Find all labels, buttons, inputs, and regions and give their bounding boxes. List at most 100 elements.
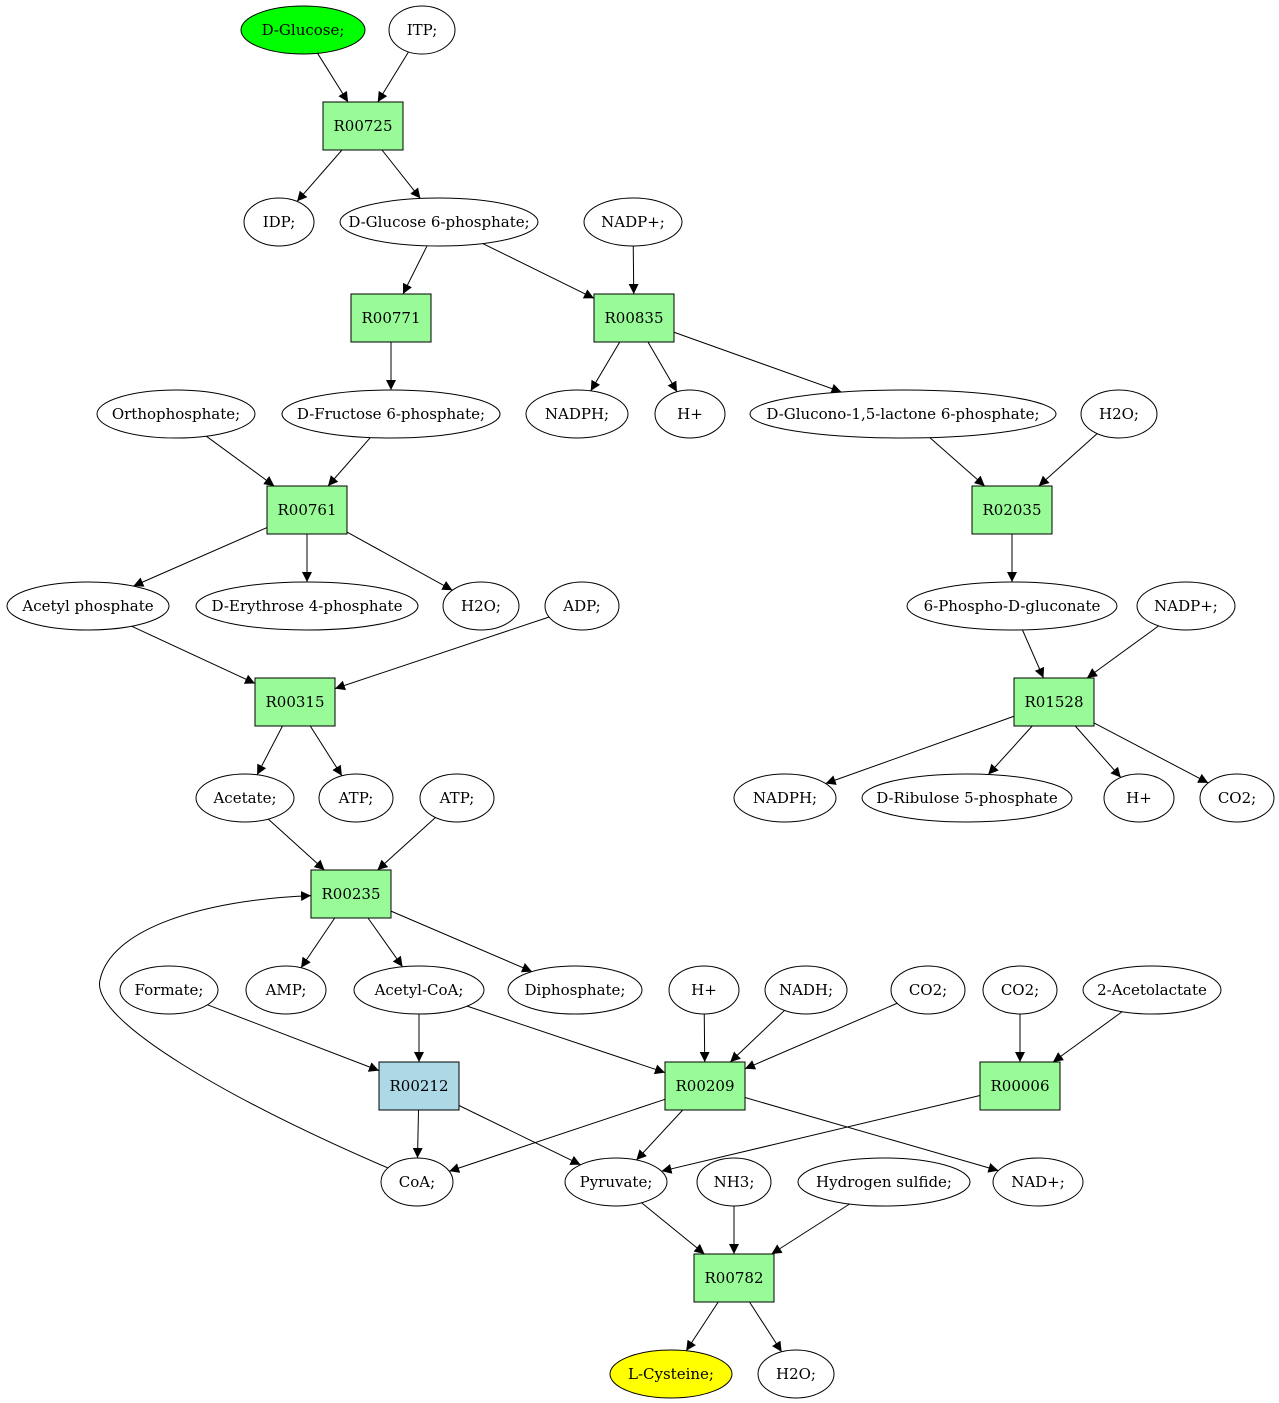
- reaction-box: [979, 1061, 1061, 1111]
- compound-node-acetylp[interactable]: Acetyl phosphate: [6, 581, 170, 631]
- compound-node-formate[interactable]: Formate;: [119, 965, 219, 1015]
- compound-node-nadp1[interactable]: NADP+;: [583, 197, 683, 247]
- compound-node-nh3[interactable]: NH3;: [696, 1157, 772, 1207]
- compound-node-itp[interactable]: ITP;: [388, 5, 456, 55]
- node-label: R01528: [1024, 693, 1083, 711]
- reaction-node-r00235[interactable]: R00235: [310, 869, 392, 919]
- compound-ellipse: [96, 389, 256, 439]
- edge-f6p-to-r00761: [327, 437, 371, 487]
- reaction-node-r02035[interactable]: R02035: [971, 485, 1053, 535]
- node-label: H+: [691, 981, 717, 999]
- compound-node-cysteine[interactable]: L-Cysteine;: [609, 1349, 733, 1399]
- reaction-node-r00315[interactable]: R00315: [254, 677, 336, 727]
- compound-ellipse: [380, 1157, 454, 1207]
- compound-node-nadph2[interactable]: NADPH;: [733, 773, 837, 823]
- compound-ellipse: [419, 773, 495, 823]
- edge-r00782-to-h2o3: [749, 1301, 783, 1353]
- compound-node-ribulose[interactable]: D-Ribulose 5-phosphate: [861, 773, 1073, 823]
- reaction-node-r00725[interactable]: R00725: [322, 101, 404, 151]
- edge-r00782-to-cysteine: [685, 1301, 719, 1352]
- node-label: NADP+;: [1154, 597, 1218, 615]
- node-label: H2O;: [776, 1365, 816, 1383]
- node-label: R00761: [277, 501, 336, 519]
- compound-node-h2s[interactable]: Hydrogen sulfide;: [797, 1157, 971, 1207]
- edge-glucono-to-r02035: [929, 437, 986, 487]
- compound-node-acetolac[interactable]: 2-Acetolactate: [1082, 965, 1222, 1015]
- reaction-node-r00782[interactable]: R00782: [693, 1253, 775, 1303]
- compound-node-acetate[interactable]: Acetate;: [195, 773, 295, 823]
- edge-acetate-to-r00235: [267, 818, 325, 871]
- edge-r00235-to-amp: [300, 917, 336, 969]
- compound-node-co2b[interactable]: CO2;: [890, 965, 966, 1015]
- edge-r01528-to-co2a: [1093, 722, 1209, 784]
- compound-ellipse: [906, 581, 1118, 631]
- node-label: D-Glucose;: [262, 21, 345, 39]
- edge-nadh-to-r00209: [729, 1010, 785, 1063]
- compound-node-hplus2[interactable]: H+: [1103, 773, 1175, 823]
- edge-pyruvate-to-r00782: [641, 1202, 705, 1255]
- compound-node-pgluc[interactable]: 6-Phospho-D-gluconate: [906, 581, 1118, 631]
- edge-formate-to-r00212: [207, 1004, 380, 1072]
- compound-node-h2o2[interactable]: H2O;: [442, 581, 520, 631]
- node-label: Pyruvate;: [580, 1173, 653, 1191]
- node-label: CO2;: [1001, 981, 1039, 999]
- node-label: NAD+;: [1011, 1173, 1065, 1191]
- compound-node-nadh[interactable]: NADH;: [764, 965, 848, 1015]
- compound-node-atp2[interactable]: ATP;: [419, 773, 495, 823]
- compound-node-g6p[interactable]: D-Glucose 6-phosphate;: [339, 197, 539, 247]
- reaction-node-r00006[interactable]: R00006: [979, 1061, 1061, 1111]
- compound-node-nadplus[interactable]: NAD+;: [992, 1157, 1084, 1207]
- reaction-box: [664, 1061, 746, 1111]
- compound-node-amp[interactable]: AMP;: [245, 965, 327, 1015]
- node-label: ADP;: [562, 597, 600, 615]
- compound-node-ortho[interactable]: Orthophosphate;: [96, 389, 256, 439]
- compound-ellipse: [890, 965, 966, 1015]
- reaction-node-r00209[interactable]: R00209: [664, 1061, 746, 1111]
- compound-node-co2c[interactable]: CO2;: [982, 965, 1058, 1015]
- node-label: D-Ribulose 5-phosphate: [876, 789, 1058, 807]
- compound-node-nadph1[interactable]: NADPH;: [525, 389, 629, 439]
- reaction-node-r00212[interactable]: R00212: [378, 1061, 460, 1111]
- edge-r00315-to-atp1: [309, 725, 343, 777]
- compound-ellipse: [1136, 581, 1236, 631]
- compound-ellipse: [757, 1349, 835, 1399]
- compound-ellipse: [564, 1157, 668, 1207]
- edge-r00209-to-pyruvate: [636, 1109, 684, 1161]
- compound-ellipse: [1082, 965, 1222, 1015]
- compound-node-atp1[interactable]: ATP;: [318, 773, 394, 823]
- edge-r00209-to-coa: [449, 1098, 666, 1173]
- compound-node-adp[interactable]: ADP;: [544, 581, 620, 631]
- compound-node-hplus3[interactable]: H+: [668, 965, 740, 1015]
- compound-node-acoa[interactable]: Acetyl-CoA;: [353, 965, 485, 1015]
- reaction-node-r00761[interactable]: R00761: [266, 485, 348, 535]
- compound-node-glucose[interactable]: D-Glucose;: [240, 5, 366, 55]
- compound-node-idp[interactable]: IDP;: [243, 197, 315, 247]
- node-label: NADPH;: [545, 405, 609, 423]
- compound-ellipse: [353, 965, 485, 1015]
- edge-r00235-to-dipho: [390, 910, 533, 973]
- compound-ellipse: [696, 1157, 772, 1207]
- reaction-node-r00835[interactable]: R00835: [593, 293, 675, 343]
- reaction-node-r01528[interactable]: R01528: [1013, 677, 1095, 727]
- compound-node-e4p[interactable]: D-Erythrose 4-phosphate: [195, 581, 419, 631]
- reaction-node-r00771[interactable]: R00771: [350, 293, 432, 343]
- compound-node-co2a[interactable]: CO2;: [1199, 773, 1275, 823]
- compound-node-f6p[interactable]: D-Fructose 6-phosphate;: [281, 389, 501, 439]
- reaction-box: [971, 485, 1053, 535]
- compound-node-pyruvate[interactable]: Pyruvate;: [564, 1157, 668, 1207]
- compound-node-coa[interactable]: CoA;: [380, 1157, 454, 1207]
- edge-r00725-to-idp: [296, 149, 343, 202]
- node-label: IDP;: [263, 213, 296, 231]
- compound-node-dipho[interactable]: Diphosphate;: [507, 965, 643, 1015]
- edge-r00761-to-acetylp: [133, 527, 268, 587]
- compound-node-hplus1[interactable]: H+: [654, 389, 726, 439]
- compound-node-glucono[interactable]: D-Glucono-1,5-lactone 6-phosphate;: [749, 389, 1057, 439]
- compound-node-h2o1[interactable]: H2O;: [1080, 389, 1158, 439]
- compound-node-nadp2[interactable]: NADP+;: [1136, 581, 1236, 631]
- edge-h2s-to-r00782: [771, 1203, 850, 1255]
- compound-ellipse: [668, 965, 740, 1015]
- edge-h2o1-to-r02035: [1038, 433, 1098, 487]
- edge-r00761-to-h2o2: [346, 531, 453, 591]
- compound-ellipse: [245, 965, 327, 1015]
- compound-node-h2o3[interactable]: H2O;: [757, 1349, 835, 1399]
